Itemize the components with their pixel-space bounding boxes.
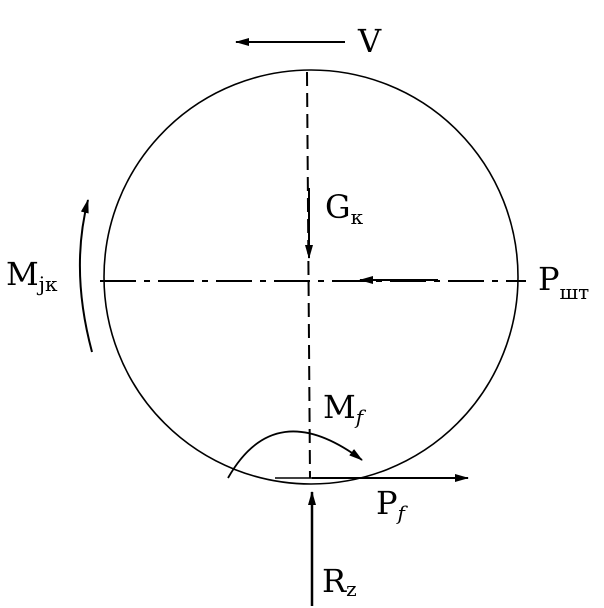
weight-label: Gк — [325, 188, 364, 229]
wheel-circle — [103, 69, 519, 485]
rolling-moment-label: Mf — [323, 388, 367, 429]
push-force-label: Pшт — [538, 260, 589, 304]
normal-reaction-label: Rz — [322, 562, 357, 601]
velocity-label: V — [357, 22, 382, 60]
inertia-moment-label: Mjк — [6, 255, 58, 296]
vertical-centerline — [306, 71, 311, 479]
inertia-moment-arc — [78, 199, 93, 353]
rolling-moment-arc — [227, 430, 363, 479]
rolling-force-label: Pf — [376, 484, 409, 525]
